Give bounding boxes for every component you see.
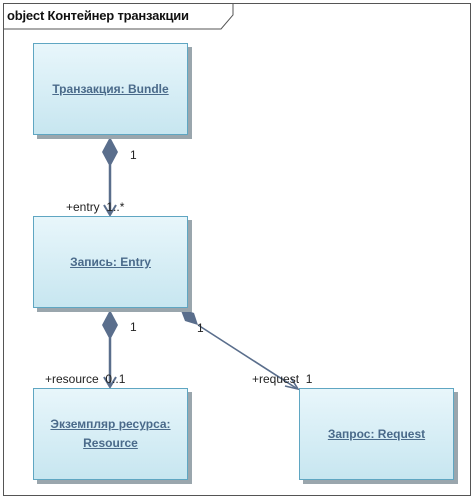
- arrow-head: [103, 204, 117, 217]
- composition-diamond: [180, 308, 198, 325]
- frame-title: object Контейнер транзакции: [7, 8, 189, 23]
- composition-diamond: [102, 310, 118, 340]
- diagram-frame: [3, 3, 471, 496]
- composition-diamond: [102, 137, 118, 167]
- arrow-head: [284, 377, 300, 391]
- entry-resource-target-label: +resource 0..1: [45, 372, 126, 386]
- arrow-head: [103, 376, 117, 389]
- object-request-label: Запрос: Request: [327, 426, 426, 441]
- entry-request-target-label: +request 1: [252, 372, 313, 386]
- link-bundle-entry[interactable]: [102, 137, 118, 217]
- object-bundle[interactable]: Транзакция: Bundle: [33, 43, 188, 135]
- object-entry-label: Запись: Entry: [70, 254, 151, 269]
- entry-request-source-multiplicity: 1: [197, 321, 204, 335]
- link-entry-request[interactable]: [180, 308, 300, 391]
- object-resource-label: Экземпляр ресурса: Resource: [50, 417, 171, 450]
- object-resource[interactable]: Экземпляр ресурса: Resource: [33, 388, 188, 480]
- bundle-entry-target-label: +entry 1..*: [66, 200, 125, 214]
- link-entry-resource[interactable]: [102, 310, 118, 389]
- entry-resource-source-multiplicity: 1: [130, 320, 137, 334]
- object-bundle-label: Транзакция: Bundle: [52, 81, 169, 96]
- bundle-entry-source-multiplicity: 1: [130, 148, 137, 162]
- object-entry[interactable]: Запись: Entry: [33, 216, 188, 308]
- object-request[interactable]: Запрос: Request: [299, 388, 454, 480]
- frame-tab-outline: [3, 3, 234, 30]
